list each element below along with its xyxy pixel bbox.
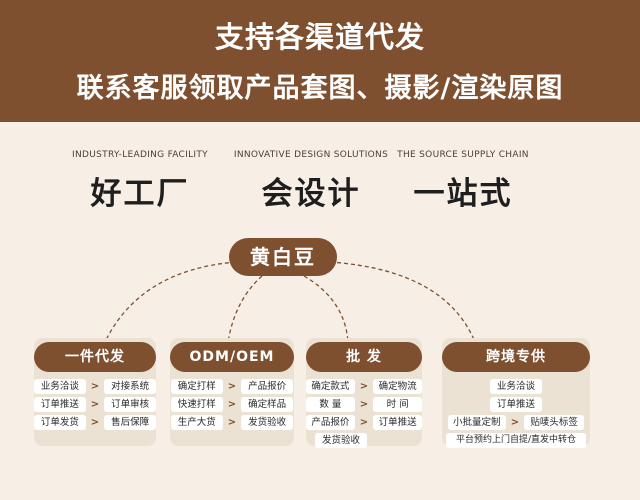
step-tag: 贴唛头标签 [524, 414, 585, 430]
step-tag: 确定物流 [373, 378, 422, 394]
card-title: 一件代发 [34, 342, 156, 372]
card-cross-border: 跨境专供 业务洽谈 订单推送 小批量定制 > 贴唛头标签 平台预约上门自提/直发… [442, 338, 590, 448]
arrow-icon: > [359, 398, 369, 410]
feature-factory: INDUSTRY-LEADING FACILITY 好工厂 [45, 150, 235, 213]
step-tag: 小批量定制 [447, 414, 506, 430]
step-tag: 订单审核 [104, 396, 156, 412]
list-item: 订单推送 [442, 396, 590, 412]
list-item: 订单推送 > 订单审核 [34, 396, 156, 412]
card-dropship: 一件代发 业务洽谈 > 对接系统 订单推送 > 订单审核 订单发货 > 售后保障 [34, 338, 156, 446]
feature-factory-en: INDUSTRY-LEADING FACILITY [72, 150, 208, 160]
list-item: 发货验收 [306, 432, 422, 448]
card-odm-oem: ODM/OEM 确定打样 > 产品报价 快速打样 > 确定样品 生产大货 > 发… [170, 338, 294, 446]
card-title: 批 发 [306, 342, 422, 372]
step-tag: 生产大货 [170, 414, 223, 430]
step-tag: 产品报价 [306, 414, 355, 430]
arrow-icon: > [359, 380, 369, 392]
feature-design-en: INNOVATIVE DESIGN SOLUTIONS [233, 150, 389, 160]
feature-onestop-cn: 一站式 [413, 176, 513, 212]
step-tag: 确定样品 [241, 396, 294, 412]
arrow-icon: > [90, 380, 100, 392]
header-banner: 支持各渠道代发 联系客服领取产品套图、摄影/渲染原图 [0, 0, 640, 122]
list-item: 订单发货 > 售后保障 [34, 414, 156, 430]
list-item: 平台预约上门自提/直发中转仓 [442, 432, 590, 448]
list-item: 小批量定制 > 贴唛头标签 [442, 414, 590, 430]
arrow-icon: > [359, 416, 369, 428]
list-item: 产品报价 > 订单推送 [306, 414, 422, 430]
step-tag: 对接系统 [104, 378, 156, 394]
list-item: 生产大货 > 发货验收 [170, 414, 294, 430]
arrow-icon: > [90, 398, 100, 410]
arrow-icon: > [510, 416, 520, 428]
feature-onestop-en: THE SOURCE SUPPLY CHAIN [397, 150, 529, 160]
brand-pill: 黄白豆 [229, 238, 337, 276]
step-tag: 售后保障 [104, 414, 156, 430]
step-tag: 发货验收 [241, 414, 294, 430]
feature-design: INNOVATIVE DESIGN SOLUTIONS 会设计 [216, 150, 406, 213]
step-tag: 时 间 [373, 396, 422, 412]
list-item: 确定打样 > 产品报价 [170, 378, 294, 394]
card-title: 跨境专供 [442, 342, 590, 372]
feature-design-cn: 会设计 [261, 176, 361, 212]
step-tag: 快速打样 [170, 396, 223, 412]
step-tag: 产品报价 [241, 378, 294, 394]
step-tag: 订单推送 [373, 414, 422, 430]
arrow-icon: > [227, 380, 237, 392]
card-wholesale: 批 发 确定款式 > 确定物流 数 量 > 时 间 产品报价 > 订单推送 发货… [306, 338, 422, 448]
feature-factory-cn: 好工厂 [90, 176, 190, 212]
step-tag: 业务洽谈 [34, 378, 86, 394]
card-title: ODM/OEM [170, 342, 294, 372]
list-item: 业务洽谈 > 对接系统 [34, 378, 156, 394]
step-tag: 确定打样 [170, 378, 223, 394]
list-item: 业务洽谈 [442, 378, 590, 394]
header-title: 支持各渠道代发 [214, 20, 425, 54]
arrow-icon: > [227, 398, 237, 410]
list-item: 确定款式 > 确定物流 [306, 378, 422, 394]
step-tag: 平台预约上门自提/直发中转仓 [446, 432, 586, 448]
step-tag: 订单发货 [34, 414, 86, 430]
list-item: 数 量 > 时 间 [306, 396, 422, 412]
arrow-icon: > [90, 416, 100, 428]
header-subtitle: 联系客服领取产品套图、摄影/渲染原图 [76, 73, 564, 104]
arrow-icon: > [227, 416, 237, 428]
step-tag: 订单推送 [490, 396, 542, 412]
step-tag: 数 量 [306, 396, 355, 412]
feature-onestop: THE SOURCE SUPPLY CHAIN 一站式 [368, 150, 558, 213]
list-item: 快速打样 > 确定样品 [170, 396, 294, 412]
step-tag: 发货验收 [315, 432, 367, 448]
step-tag: 业务洽谈 [490, 378, 542, 394]
step-tag: 确定款式 [306, 378, 355, 394]
step-tag: 订单推送 [34, 396, 86, 412]
